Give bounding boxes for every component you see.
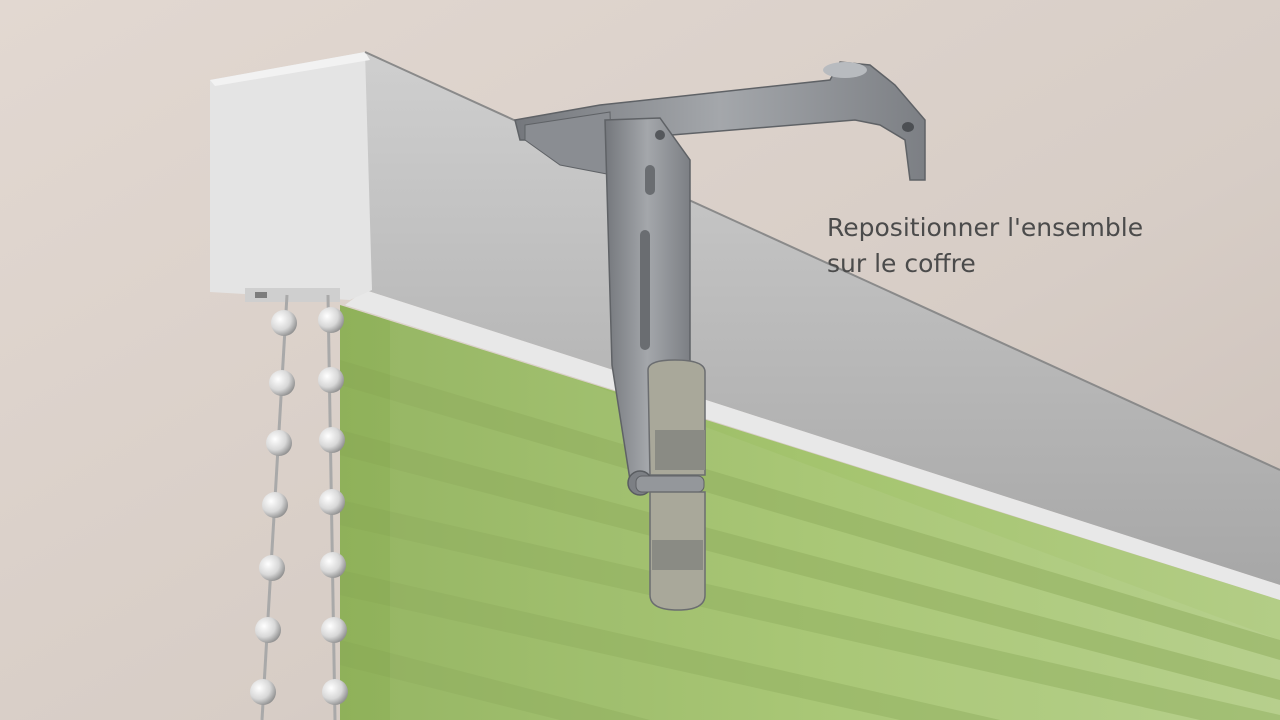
caption-line-1: Repositionner l'ensemble [827,213,1144,242]
mounting-bracket [514,61,926,611]
caption-line-2: sur le coffre [827,249,976,278]
instruction-caption: Repositionner l'ensemble sur le coffre [827,210,1143,282]
bead-pull-chain [250,294,348,720]
roller-blind-cassette [210,51,1280,600]
pleated-blind-fabric [340,305,1280,720]
